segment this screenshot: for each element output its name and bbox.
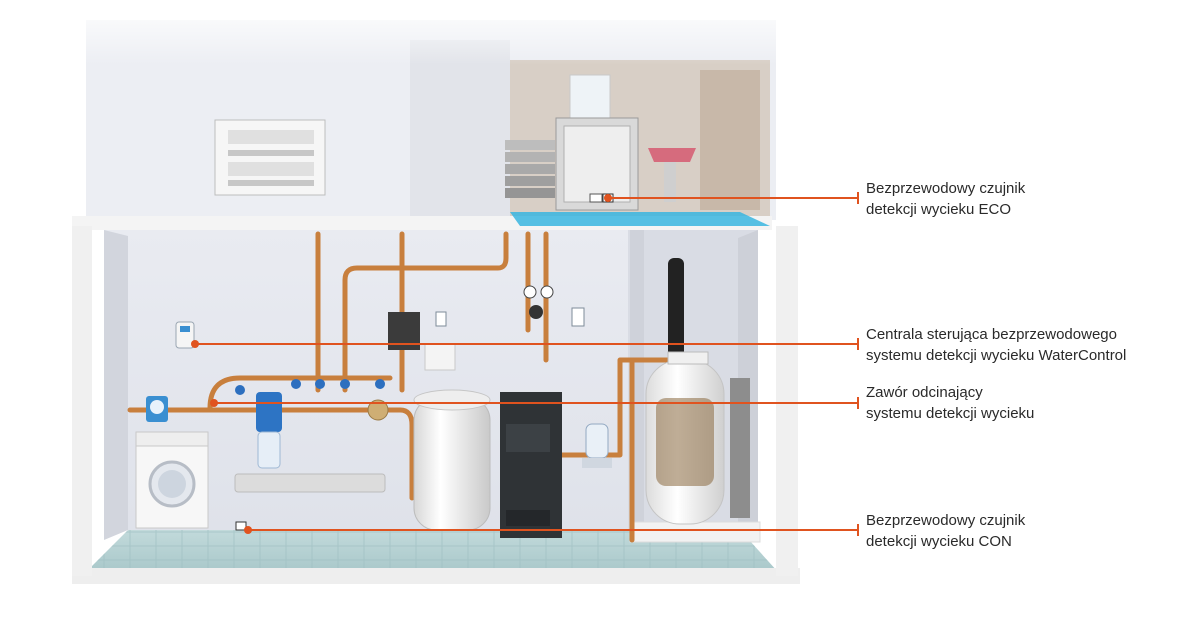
callout-label-sensor-eco: Bezprzewodowy czujnik detekcji wycieku E… — [866, 178, 1025, 220]
callout-label-sensor-con: Bezprzewodowy czujnik detekcji wycieku C… — [866, 510, 1025, 552]
softener-valve — [582, 423, 612, 468]
room-sensor — [571, 307, 585, 327]
wall-panel — [730, 378, 750, 518]
water-softener — [645, 351, 725, 525]
callout-anchor-con — [244, 526, 252, 534]
callout-text-line: systemu detekcji wycieku WaterControl — [866, 347, 1127, 364]
boiler — [500, 392, 562, 538]
watercontrol-central-unit — [175, 321, 195, 349]
callout-label-watercontrol-center: Centrala sterująca bezprzewodowego syste… — [866, 324, 1126, 366]
callout-text-line: Bezprzewodowy czujnik — [866, 180, 1026, 197]
wall-thermostat — [435, 311, 447, 327]
washbasin — [648, 148, 696, 202]
callout-lines — [195, 192, 859, 536]
callout-text-line: detekcji wycieku CON — [866, 533, 1012, 550]
callout-anchor-valve — [210, 399, 218, 407]
callout-text-line: Zawór odcinający — [866, 384, 983, 401]
water-meter — [146, 396, 168, 422]
stairs — [505, 140, 555, 198]
sensor-con-device — [235, 521, 247, 531]
hot-water-tank — [413, 389, 491, 531]
upper-floor — [72, 0, 792, 230]
washing-machine — [135, 431, 209, 529]
upper-appliance — [555, 117, 639, 211]
control-box — [424, 343, 456, 371]
flue-pipe — [668, 258, 684, 358]
callout-text-line: systemu detekcji wycieku — [866, 405, 1035, 422]
pressure-gauges — [523, 285, 554, 319]
callout-text-line: detekcji wycieku ECO — [866, 201, 1012, 218]
heater-strip — [234, 473, 386, 493]
callout-label-shutoff-valve: Zawór odcinający systemu detekcji wyciek… — [866, 382, 1034, 424]
callout-text-line: Centrala sterująca bezprzewodowego — [866, 326, 1117, 343]
callout-anchor-watercontrol — [191, 340, 199, 348]
callout-anchor-eco — [604, 194, 612, 202]
electrical-panel — [214, 119, 326, 196]
callout-text-line: Bezprzewodowy czujnik — [866, 512, 1026, 529]
ball-valves — [235, 379, 389, 421]
callout-anchors — [191, 194, 612, 534]
